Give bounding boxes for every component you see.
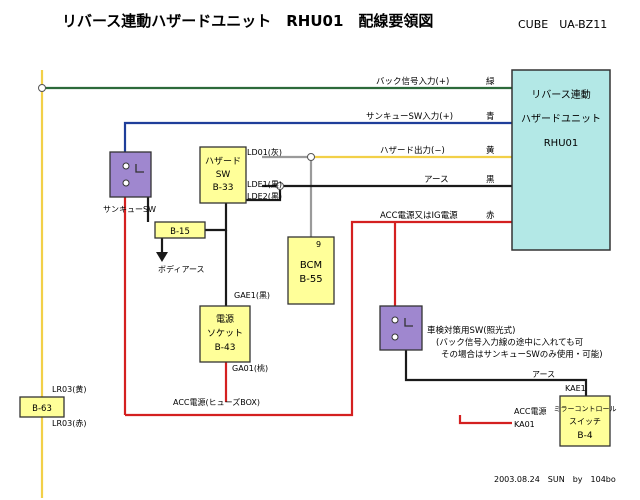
acc-wire-label: ACC電源又はIG電源: [380, 211, 458, 221]
b63-connector: [19, 396, 65, 418]
inspection-switch: [379, 305, 423, 351]
ld01-label: LD01(灰): [247, 147, 282, 157]
kae1-label: KAE1: [565, 384, 586, 393]
gae1-label: GAE1(黒): [234, 291, 270, 300]
bcm-pin-label: 9: [316, 240, 321, 249]
bcm-line2: B-55: [299, 274, 322, 285]
wires: [40, 70, 588, 498]
mirror-line1: ミラーコントロール: [554, 405, 617, 413]
red-ka01-wire: [458, 415, 512, 425]
earth-wire-label: アース: [424, 175, 449, 185]
sankyu-switch-label: サンキューSW: [103, 205, 156, 214]
blue-sankyu-wire: [123, 121, 512, 152]
inspection-switch-title: 車検対策用SW(照光式): [427, 325, 515, 336]
unit-line2: ハザードユニット: [521, 113, 601, 125]
black-inspection-down: [404, 350, 588, 396]
back-wire-color: 緑: [486, 76, 495, 87]
unit-line3: RHU01: [544, 138, 579, 149]
b15-connector: [154, 221, 206, 239]
lde1-label: LDE1(黒): [247, 180, 282, 189]
hazard-switch-box: [199, 146, 247, 204]
page-title: リバース連動ハザードユニット RHU01 配線要領図: [62, 12, 433, 30]
hazard-switch-line1: ハザード: [205, 156, 241, 167]
inspection-switch-contact-bottom: [391, 333, 399, 341]
inspection-switch-lever: [404, 318, 413, 327]
sankyu-switch-contact-bottom: [122, 179, 130, 187]
body-earth-arrow-icon: [156, 252, 168, 262]
mirror-switch-box: [559, 395, 611, 447]
hazard-wire-color: 黄: [486, 145, 495, 156]
sankyu-wire-label: サンキューSW入力(+): [366, 111, 453, 122]
socket-line2: ソケット: [207, 328, 243, 339]
rhu01-unit: [511, 69, 611, 251]
ga01-label: GA01(桃): [232, 363, 268, 373]
black-lde2-wire: [262, 186, 282, 202]
inspection-switch-note1: (バック信号入力線の途中に入れても可: [436, 337, 584, 348]
mirror-earth-label: アース: [532, 370, 555, 379]
black-b15-to-lde: [205, 198, 262, 232]
junction-dot: [276, 182, 284, 190]
lr03-red-label: LR03(赤): [52, 419, 86, 428]
body-earth-label: ボディアース: [158, 264, 205, 274]
red-acc-main-wire: [125, 220, 512, 417]
sankyu-wire-color: 青: [486, 111, 495, 122]
b63-label: B-63: [32, 404, 52, 414]
inspection-switch-note2: その場合はサンキューSWのみ使用・可能): [441, 349, 603, 360]
socket-line1: 電源: [216, 314, 234, 325]
lr03-yellow-label: LR03(黄): [52, 384, 86, 394]
acc-wire-color: 赤: [486, 211, 495, 221]
mirror-acc-label: ACC電源: [514, 407, 547, 416]
inspection-switch-contact-top: [391, 316, 399, 324]
mirror-line2: スイッチ: [569, 417, 601, 426]
earth-wire-color: 黒: [486, 175, 495, 185]
footer-credit: 2003.08.24 SUN by 104bo: [494, 475, 616, 484]
ka01-label: KA01: [514, 420, 535, 429]
bcm-box: [287, 236, 335, 305]
acc-fuse-label: ACC電源(ヒューズBOX): [173, 397, 260, 407]
junction-dot: [307, 153, 315, 161]
lde2-label: LDE2(黒): [247, 192, 282, 201]
junction-dot: [38, 84, 46, 92]
sankyu-switch: [109, 151, 152, 198]
b15-label: B-15: [170, 227, 190, 237]
hazard-wire-label: ハザード出力(−): [380, 145, 445, 156]
bcm-line1: BCM: [300, 260, 322, 271]
model-label: CUBE UA-BZ11: [518, 18, 607, 31]
sankyu-switch-lever: [135, 164, 144, 173]
hazard-switch-line3: B-33: [213, 183, 234, 193]
back-wire-label: バック信号入力(+): [376, 76, 449, 87]
sankyu-switch-contact-top: [122, 162, 130, 170]
hazard-switch-line2: SW: [216, 170, 231, 180]
socket-line3: B-43: [215, 343, 236, 353]
unit-line1: リバース連動: [531, 88, 591, 101]
mirror-line3: B-4: [577, 431, 592, 441]
power-socket-box: [199, 305, 251, 363]
